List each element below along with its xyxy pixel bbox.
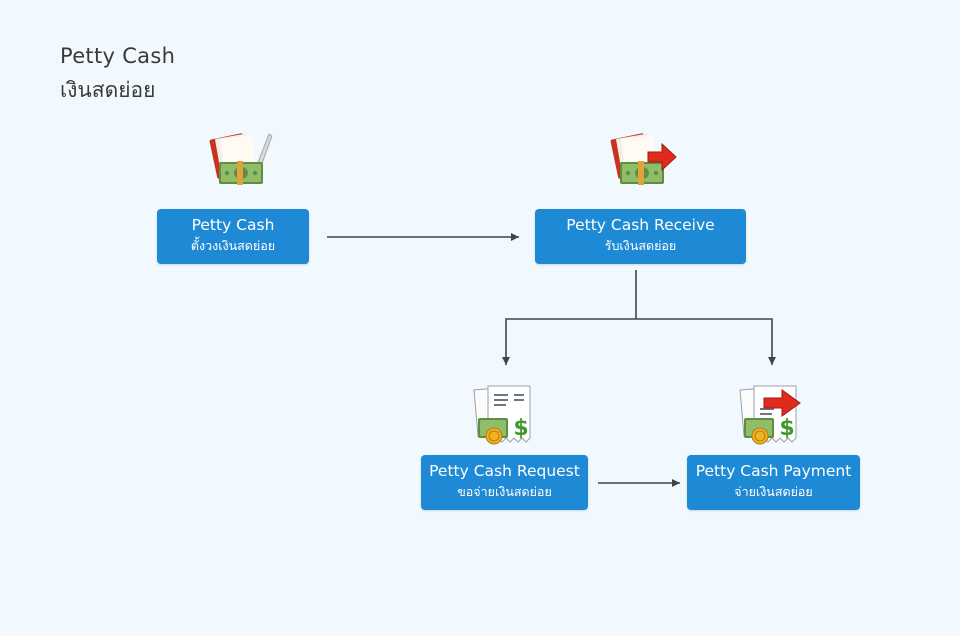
edge-receive-to-request (502, 318, 636, 365)
node-label: Petty Cash Payment (695, 462, 852, 480)
svg-text:$: $ (513, 416, 528, 441)
node-sublabel: จ่ายเงินสดย่อย (734, 484, 813, 499)
node-sublabel: ตั้งวงเงินสดย่อย (190, 238, 276, 253)
page-title: Petty Cash (60, 44, 176, 68)
node-label: Petty Cash Receive (566, 216, 715, 234)
node-label: Petty Cash Request (429, 462, 580, 480)
page-header: Petty Cash เงินสดย่อย (60, 42, 175, 106)
svg-text:$: $ (779, 416, 794, 441)
node-petty-cash-payment[interactable]: Petty Cash Payment จ่ายเงินสดย่อย (687, 455, 860, 510)
node-sublabel: รับเงินสดย่อย (604, 238, 677, 253)
node-petty-cash-request[interactable]: Petty Cash Request ขอจ่ายเงินสดย่อย (421, 455, 588, 510)
node-sublabel: ขอจ่ายเงินสดย่อย (457, 484, 552, 499)
node-label: Petty Cash (191, 216, 275, 234)
receipt-coins-icon: $ (473, 385, 531, 445)
page-subtitle: เงินสดย่อย (60, 78, 156, 102)
book-money-arrow-icon (610, 133, 677, 185)
edge-receive-to-payment (636, 318, 776, 365)
node-petty-cash[interactable]: Petty Cash ตั้งวงเงินสดย่อย (157, 209, 309, 264)
node-petty-cash-receive[interactable]: Petty Cash Receive รับเงินสดย่อย (535, 209, 746, 264)
receipt-coins-arrow-icon: $ (739, 385, 801, 445)
book-money-pen-icon (209, 133, 273, 185)
